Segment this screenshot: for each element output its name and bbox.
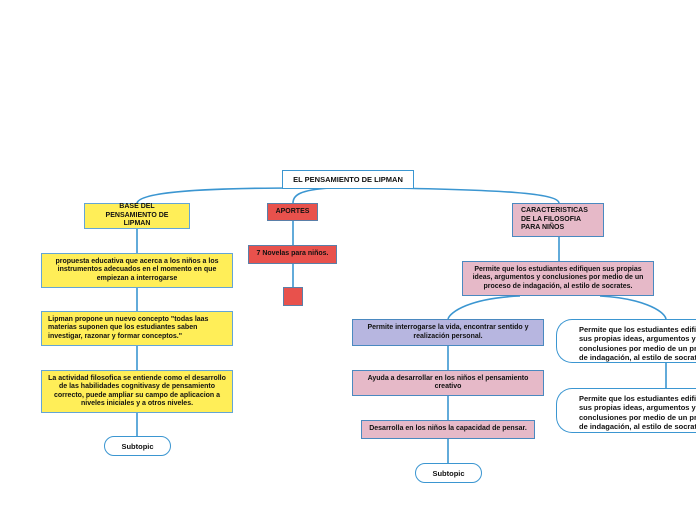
- link-root-base: [136, 187, 301, 204]
- aportes-item-novelas[interactable]: 7 Novelas para niños.: [248, 245, 337, 264]
- base-item-propuesta[interactable]: propuesta educativa que acerca a los niñ…: [41, 253, 233, 288]
- topic-base-pensamiento[interactable]: BASE DEL PENSAMIENTO DE LIPMAN: [84, 203, 190, 229]
- caract-left-item-creativo[interactable]: Ayuda a desarrollar en los niños el pens…: [352, 370, 544, 396]
- link-main-left: [447, 295, 521, 320]
- topic-caracteristicas[interactable]: CARACTERISTICAS DE LA FILOSOFIA PARA NIÑ…: [512, 203, 604, 237]
- aportes-item-empty[interactable]: [283, 287, 303, 306]
- caract-main-item[interactable]: Permite que los estudiantes edifiquen su…: [462, 261, 654, 296]
- link-root-aportes: [292, 187, 331, 204]
- link-main-right: [599, 295, 667, 320]
- base-item-actividad-filosofica[interactable]: La actividad filosofica se entiende como…: [41, 370, 233, 413]
- caract-left-item-interrogarse[interactable]: Permite interrogarse la vida, encontrar …: [352, 319, 544, 346]
- topic-aportes[interactable]: APORTES: [267, 203, 318, 221]
- caract-left-item-pensar[interactable]: Desarrolla en los niños la capacidad de …: [361, 420, 535, 439]
- caract-subtopic[interactable]: Subtopic: [415, 463, 482, 483]
- caract-right-item-1[interactable]: Permite que los estudiantes edifiquensus…: [556, 319, 696, 363]
- link-root-caract: [389, 187, 560, 204]
- base-subtopic[interactable]: Subtopic: [104, 436, 171, 456]
- root-topic[interactable]: EL PENSAMIENTO DE LIPMAN: [282, 170, 414, 189]
- base-item-lipman-concepto[interactable]: Lipman propone un nuevo concepto "todas …: [41, 311, 233, 346]
- caract-right-item-2[interactable]: Permite que los estudiantes edifiquensus…: [556, 388, 696, 433]
